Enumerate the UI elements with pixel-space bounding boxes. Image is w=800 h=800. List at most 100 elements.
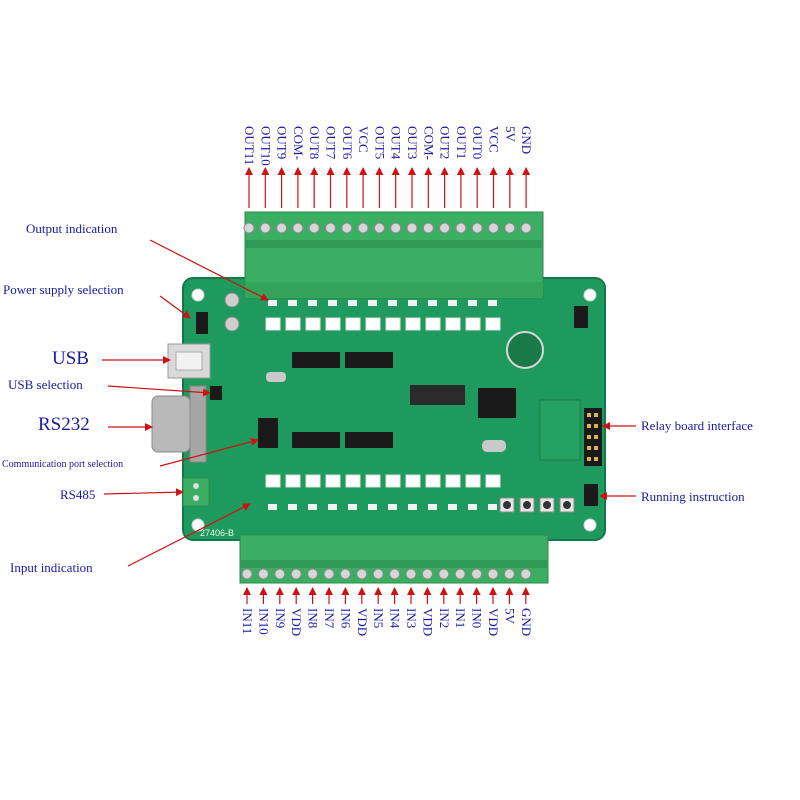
top-pin-label: 5V	[502, 126, 518, 142]
bottom-terminal-screw	[503, 568, 515, 580]
top-terminal-screw	[455, 222, 467, 234]
rs232-port	[151, 395, 191, 453]
output-optocoupler	[345, 317, 361, 331]
push-button-cap	[503, 501, 511, 509]
relay-header-pin	[594, 457, 598, 461]
callout-arrows	[102, 239, 636, 567]
board-silkscreen: 27406-B	[200, 528, 234, 538]
input-optocoupler	[325, 474, 341, 488]
output-indication-label: Output indication	[26, 221, 118, 236]
output-optocoupler	[385, 317, 401, 331]
top-terminal-screw	[520, 222, 532, 234]
input-optocoupler	[465, 474, 481, 488]
output-optocoupler	[405, 317, 421, 331]
bottom-pin-label: IN9	[272, 608, 288, 629]
input-indicator-led	[268, 504, 277, 510]
bottom-pin-label: VDD	[289, 608, 305, 637]
optocoupler-chip-4	[345, 432, 393, 448]
input-indicator-led	[468, 504, 477, 510]
output-indicator-led	[348, 300, 357, 306]
capacitor-1	[224, 292, 240, 308]
crystal-oscillator-small	[266, 372, 286, 382]
top-terminal-screw	[243, 222, 255, 234]
usb-selection-label: USB selection	[8, 377, 83, 392]
mounting-hole-top-left	[191, 288, 205, 302]
relay-header-pin	[587, 413, 591, 417]
capacitor-2	[224, 316, 240, 332]
bottom-pin-label: IN2	[436, 608, 452, 629]
top-terminal-screw	[373, 222, 385, 234]
top-right-jumper	[574, 306, 588, 328]
bottom-pin-label: IN0	[469, 608, 485, 629]
bottom-pin-label: IN4	[387, 608, 403, 629]
optocoupler-chip-1	[292, 352, 340, 368]
top-pin-label: OUT2	[437, 126, 453, 160]
top-terminal-screw	[325, 222, 336, 234]
output-indicator-led	[448, 300, 457, 306]
relay-header-pin	[587, 424, 591, 428]
bottom-pin-arrows	[243, 587, 530, 604]
output-optocoupler	[465, 317, 481, 331]
input-indicator-led	[448, 504, 457, 510]
output-indicator-led	[488, 300, 497, 306]
output-optocoupler	[425, 317, 441, 331]
input-indicator-led	[488, 504, 497, 510]
bottom-terminal-screw	[405, 568, 417, 580]
output-optocoupler	[265, 317, 281, 331]
arrow-comm-port-selection	[159, 437, 259, 467]
bottom-terminal-screw	[241, 568, 253, 580]
running-led-header	[584, 484, 598, 506]
top-terminal-screw	[390, 222, 402, 234]
bottom-terminal-screw	[520, 568, 532, 580]
bottom-terminal-screw	[323, 568, 335, 580]
top-terminal-screw	[357, 222, 369, 234]
bottom-terminal-screw	[471, 568, 483, 580]
usb-selection-jumper	[210, 386, 222, 400]
rs232-label: RS232	[38, 414, 90, 435]
top-pin-label: OUT5	[372, 126, 388, 160]
top-pin-label: OUT4	[388, 126, 404, 160]
output-indicator-led	[368, 300, 377, 306]
top-pin-label: VCC	[356, 126, 372, 153]
bottom-terminal-screw	[487, 568, 499, 580]
bottom-terminal-screw	[339, 568, 351, 580]
top-terminal-screw	[504, 222, 516, 234]
top-terminal-screw	[292, 222, 304, 234]
arrow-rs485	[103, 488, 184, 497]
push-button-cap	[543, 501, 551, 509]
bottom-pin-label: IN8	[305, 608, 321, 629]
microcontroller-chip	[478, 388, 516, 418]
arrow-output-indication	[149, 239, 269, 301]
bottom-terminal-screw	[421, 568, 433, 580]
bottom-pin-label: IN7	[322, 608, 337, 629]
bottom-pin-label: 5V	[502, 608, 518, 624]
bottom-pin-label: IN11	[240, 608, 255, 635]
input-optocoupler	[285, 474, 301, 488]
top-terminal-screw	[308, 222, 320, 234]
bottom-terminal-screw	[389, 568, 401, 580]
bottom-pin-label: VDD	[420, 608, 436, 637]
top-pin-label: OUT10	[258, 126, 274, 166]
top-pin-label: OUT8	[307, 126, 323, 160]
input-indicator-led	[328, 504, 337, 510]
top-pin-label: OUT1	[453, 126, 469, 160]
bottom-terminal-screw	[290, 568, 302, 580]
top-terminal-screw	[488, 222, 499, 234]
input-optocoupler	[485, 474, 501, 488]
input-indicator-led	[368, 504, 377, 510]
top-terminal-screw	[471, 222, 483, 234]
bottom-pin-label: VDD	[486, 608, 501, 637]
relay-header-pin	[594, 435, 598, 439]
mounting-hole-bottom-right	[583, 518, 597, 532]
output-indicator-led	[308, 300, 317, 306]
arrow-usb-selection	[107, 385, 211, 397]
output-indicator-led	[388, 300, 397, 306]
top-pin-label: OUT3	[405, 126, 420, 160]
bottom-terminal-screw	[307, 568, 319, 580]
top-pin-label: VCC	[486, 126, 502, 153]
power-selection-jumper	[196, 312, 208, 334]
input-optocoupler	[345, 474, 361, 488]
relay-header-pin	[587, 435, 591, 439]
input-indicator-led	[408, 504, 417, 510]
